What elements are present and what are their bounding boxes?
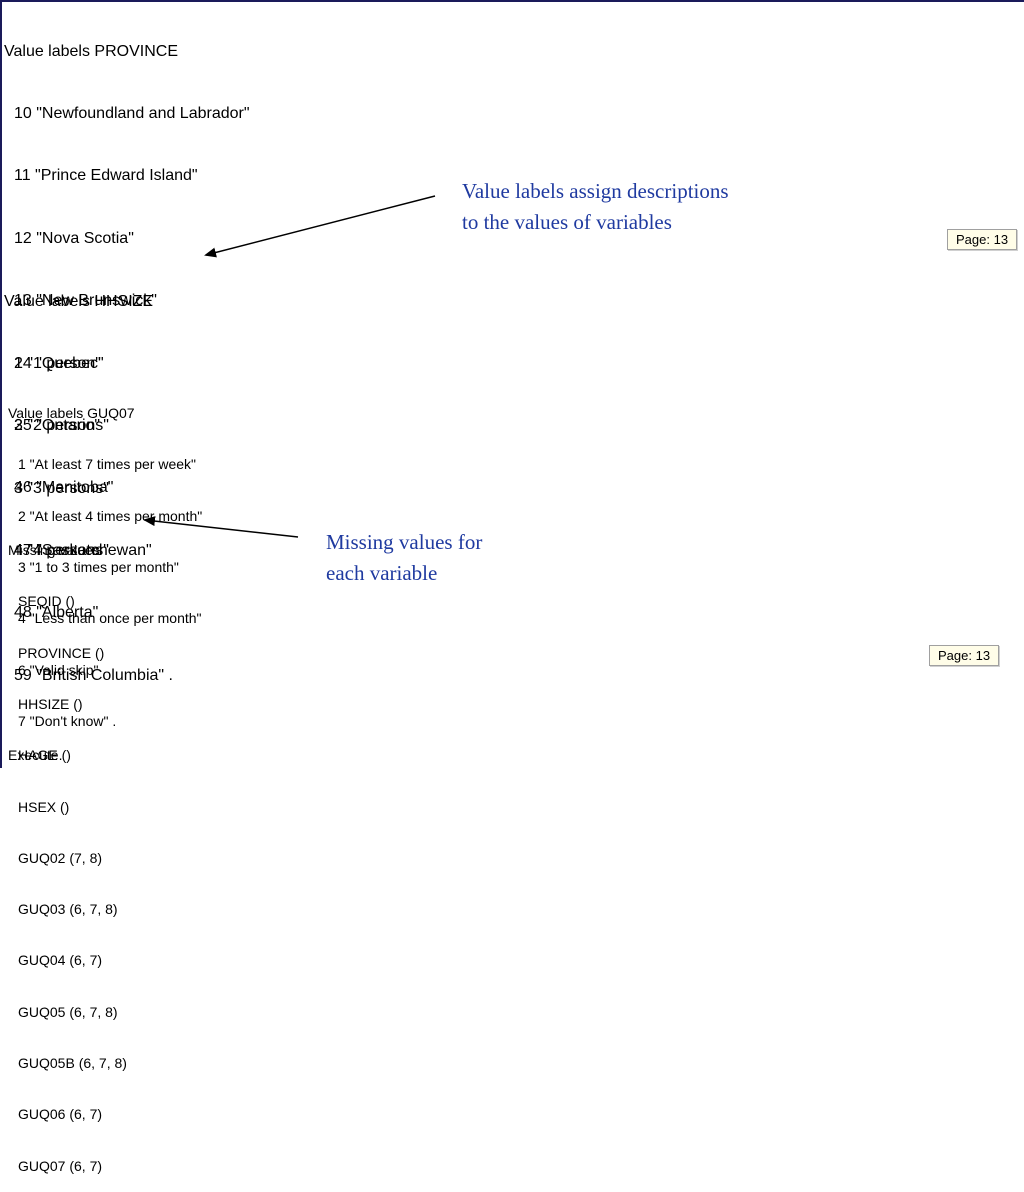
list-item: 1 "1 person"	[14, 354, 101, 372]
block-title: Value labels HHSIZE	[4, 292, 154, 310]
block-title: Value labels PROVINCE	[4, 42, 178, 60]
top-frame-rule	[0, 0, 1024, 2]
page-badge: Page: 13	[929, 645, 1000, 666]
list-item: 6 "Valid skip"	[18, 661, 99, 678]
list-item: GUQ02 (7, 8)	[18, 849, 103, 866]
list-item: HHSIZE ()	[18, 696, 83, 713]
execute-command: Execute.	[8, 747, 63, 763]
list-item: HSEX ()	[18, 798, 70, 815]
list-item: 47 "Saskatchewan"	[14, 541, 152, 559]
list-item: 48 "Alberta"	[14, 604, 99, 622]
block-title: Missing values	[8, 542, 100, 559]
left-frame-rule	[0, 0, 2, 768]
list-item: GUQ05 (6, 7, 8)	[18, 1003, 118, 1020]
value-labels-hhsize-block: Value labels HHSIZE 1 "1 person" 2 "2 pe…	[4, 250, 153, 583]
list-item: GUQ05B (6, 7, 8)	[18, 1055, 127, 1071]
list-item: 4 "Less than once per month"	[18, 610, 202, 627]
list-item: 11 "Prince Edward Island"	[14, 167, 198, 185]
list-item: 35 "Ontario"	[14, 416, 101, 434]
list-item: 59 "British Columbia" .	[14, 666, 173, 684]
list-item: 24 "Quebec"	[14, 354, 104, 372]
list-item: SEQID ()	[18, 593, 75, 610]
list-item: HAGE ()	[18, 747, 71, 764]
list-item: 1 "At least 7 times per week"	[18, 456, 197, 473]
value-labels-callout: Value labels assign descriptions to the …	[462, 179, 729, 234]
page-badge: Page: 13	[947, 229, 1018, 250]
list-item: 12 "Nova Scotia"	[14, 229, 134, 247]
list-item: PROVINCE ()	[18, 644, 105, 661]
list-item: 3 "1 to 3 times per month"	[18, 559, 179, 576]
missing-values-block: Missing values SEQID () PROVINCE () HHSI…	[8, 508, 127, 1192]
value-labels-province-block: Value labels PROVINCE 10 "Newfoundland a…	[4, 0, 250, 707]
list-item: GUQ07 (6, 7)	[18, 1157, 103, 1174]
value-labels-guq07-block: Value labels GUQ07 1 "At least 7 times p…	[8, 371, 202, 747]
list-item: 4 "4 persons"	[14, 542, 109, 560]
list-item: 3 "3 persons"	[14, 479, 109, 497]
list-item: GUQ03 (6, 7, 8)	[18, 901, 118, 918]
list-item: GUQ06 (6, 7)	[18, 1106, 103, 1123]
list-item: 13 "New Brunswick"	[14, 292, 157, 310]
block-title: Value labels GUQ07	[8, 405, 135, 422]
list-item: 10 "Newfoundland and Labrador"	[14, 104, 250, 122]
list-item: 46 "Manitoba"	[14, 479, 114, 497]
list-item: 7 "Don't know" .	[18, 712, 117, 729]
list-item: 2 "2 persons"	[14, 417, 109, 435]
list-item: GUQ04 (6, 7)	[18, 952, 103, 969]
missing-values-callout: Missing values for each variable	[326, 530, 483, 585]
